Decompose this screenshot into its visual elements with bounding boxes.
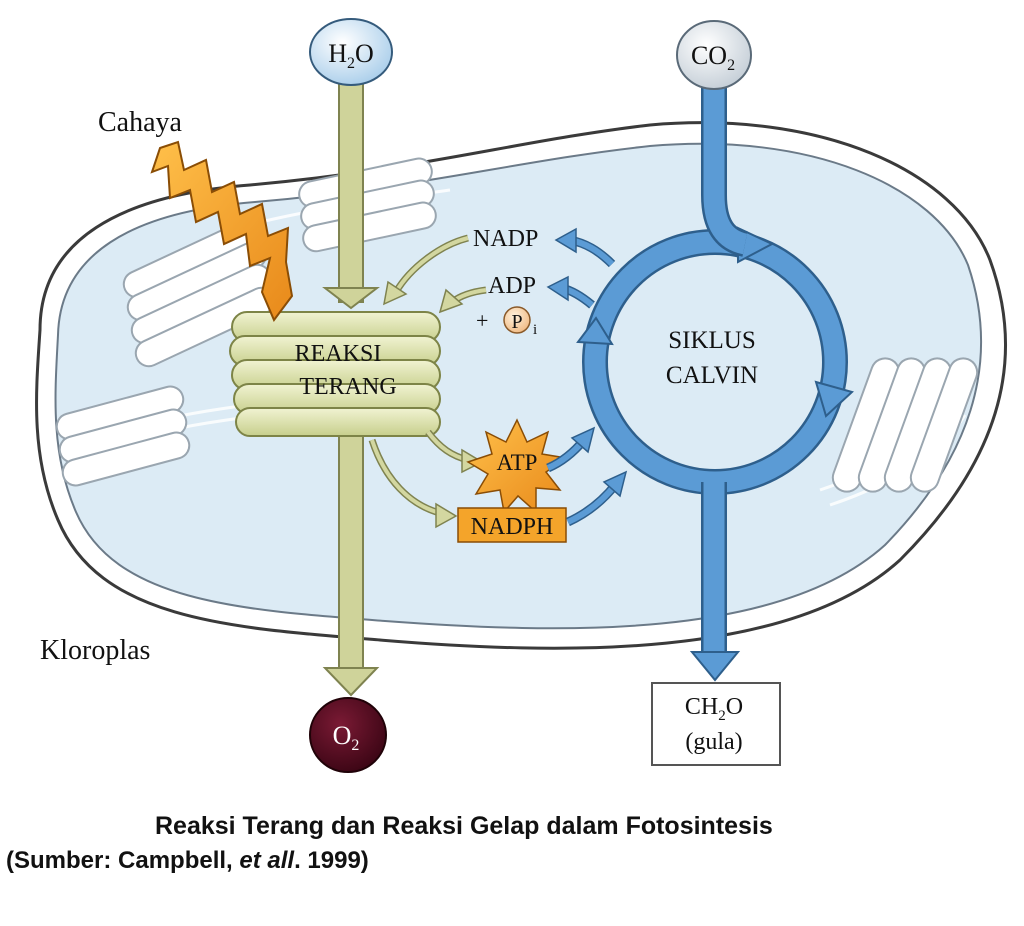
cycle-to-adp-arrow: [546, 275, 595, 309]
chloroplast-label: Kloroplas: [40, 635, 150, 666]
nadph-to-cycle-arrow: [566, 470, 628, 527]
water-subscript: 2: [347, 55, 355, 72]
chloroplast: [35, 121, 1008, 650]
granum-right: [831, 357, 979, 493]
atp-label: ATP: [497, 450, 538, 475]
oxygen-subscript: 2: [351, 737, 359, 754]
light-reaction-label-1: REAKSI: [295, 341, 382, 367]
sugar-text: CH: [685, 694, 718, 720]
light-to-nadph-arrow: [368, 438, 458, 529]
nadp-to-light-arrow: [383, 234, 469, 306]
adp-label: ADP: [488, 273, 536, 299]
light-bolt-icon: [150, 140, 294, 322]
adp-to-light-arrow: [438, 286, 487, 314]
cycle-to-nadp-arrow: [554, 227, 616, 268]
nadph-label: NADPH: [471, 514, 554, 540]
water-text-tail: O: [355, 39, 374, 68]
granum-upper: [298, 157, 437, 253]
co2-text: CO: [691, 41, 727, 70]
phosphate-icon: P i: [503, 306, 537, 338]
svg-text:H2O: H2O: [328, 39, 374, 72]
nadp-label: NADP: [473, 226, 538, 252]
plus-label: +: [476, 308, 488, 333]
phosphate-symbol: P: [511, 311, 522, 333]
caption-source: (Sumber: Campbell, et all. 1999): [6, 847, 369, 875]
oxygen-text: O: [333, 721, 352, 750]
sugar-text-tail: O: [726, 694, 743, 720]
caption-title: Reaksi Terang dan Reaksi Gelap dalam Fot…: [155, 812, 773, 840]
co2-input-arrow: [701, 84, 749, 257]
light-reaction-label-2: TERANG: [299, 374, 396, 400]
svg-text:CH2O: CH2O: [685, 694, 743, 724]
nadph-box: NADPH: [457, 507, 567, 543]
sugar-note: (gula): [685, 729, 742, 755]
caption-source-suffix: . 1999): [294, 847, 369, 874]
sugar-output-arrow: [689, 482, 741, 682]
atp-burst: ATP: [466, 418, 568, 514]
sugar-box: CH2O (gula): [651, 682, 781, 766]
atp-to-cycle-arrow: [546, 426, 596, 473]
water-to-oxygen-arrow: [322, 79, 380, 697]
oxygen-molecule: O2: [309, 697, 387, 773]
caption-source-prefix: (Sumber: Campbell,: [6, 847, 240, 874]
granum-lower-left: [55, 385, 191, 487]
calvin-label-1: SIKLUS: [668, 327, 756, 354]
light-label: Cahaya: [98, 107, 183, 138]
caption-source-italic: et all: [239, 847, 295, 874]
phosphate-subscript: i: [533, 322, 537, 338]
water-molecule: H2O: [309, 18, 393, 86]
light-reaction-thylakoid: [229, 311, 441, 437]
sugar-subscript: 2: [718, 708, 726, 724]
water-text: H: [328, 39, 347, 68]
calvin-label-2: CALVIN: [666, 362, 758, 389]
svg-text:O2: O2: [333, 721, 360, 754]
svg-text:CO2: CO2: [691, 41, 735, 74]
co2-molecule: CO2: [676, 20, 752, 90]
co2-subscript: 2: [727, 57, 735, 74]
